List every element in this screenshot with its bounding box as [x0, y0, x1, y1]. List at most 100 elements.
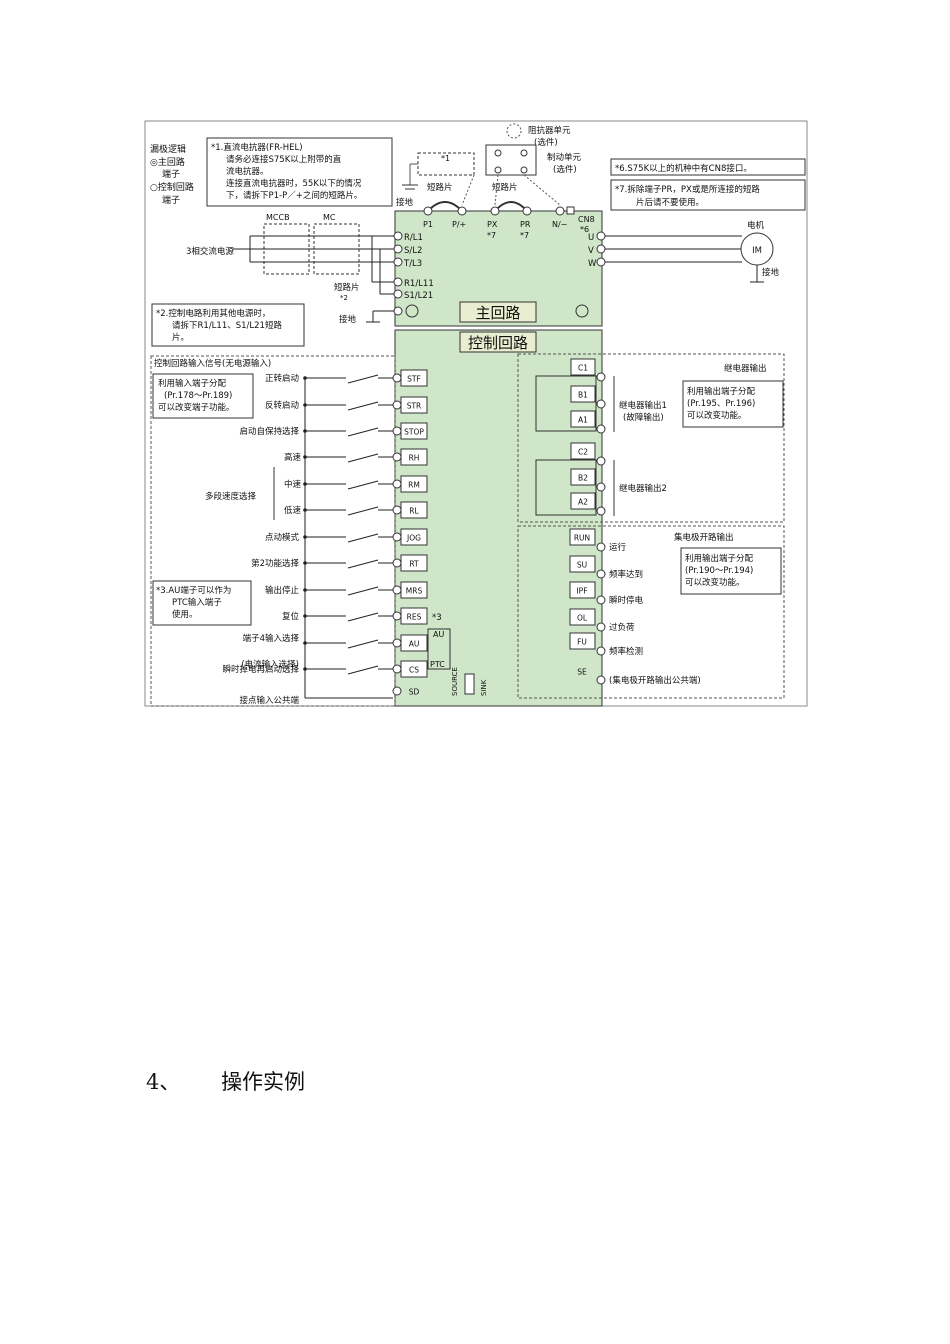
wiring-diagram: 主回路 控制回路 漏极逻辑 ◎主回路 端子 ○控制回路 端子 *1.直流电抗器(…: [144, 120, 808, 707]
term-n: N/−: [552, 220, 567, 229]
wire: [494, 174, 499, 206]
collector-terminal-se: SE: [577, 668, 587, 677]
input-switch: [347, 506, 379, 516]
collector-terminal-circle: [596, 646, 606, 656]
short-piece-power: 短路片: [334, 282, 360, 293]
input-rows: STF正转启动STR反转启动STOP启动自保持选择RH高速RM中速RL低速JOG…: [222, 369, 428, 706]
term-v: V: [588, 246, 594, 256]
collector-terminal-fu: FU: [577, 638, 587, 647]
collector-section: [517, 525, 785, 699]
control-circuit-body: [394, 329, 603, 707]
note1-line: 流电抗器。: [226, 166, 269, 177]
input-terminal-circle: [392, 452, 402, 462]
inputs-title: 控制回路输入信号(无电源输入): [154, 358, 271, 369]
relay-assign-box: [682, 380, 784, 428]
source-sink-jumper: [464, 673, 475, 695]
sink-label: SINK: [480, 679, 488, 696]
relay-terminal-box: [570, 442, 596, 460]
power-label: 3相交流电源: [186, 246, 234, 257]
power-ground-label: 接地: [339, 314, 357, 325]
inputs-assign-line: 可以改变端子功能。: [158, 402, 235, 413]
term-cn8: CN8: [578, 215, 595, 224]
note1-box: [206, 137, 393, 207]
ground-icon: [405, 304, 419, 318]
reactor-note: *1: [441, 154, 450, 163]
short-piece-a: 短路片: [427, 182, 453, 193]
input-terminal-circle: [392, 664, 402, 674]
relay-terminal-box: [570, 492, 596, 510]
term-s: S/L2: [404, 246, 422, 256]
au-sub-label: (电流输入选择): [241, 659, 299, 670]
brake-terminal: [494, 166, 502, 174]
input-switch: [347, 401, 379, 411]
input-terminal-circle: [392, 479, 402, 489]
input-label: 启动自保持选择: [239, 426, 299, 437]
input-terminal-jog: JOG: [406, 534, 421, 543]
relay-terminal-box: [570, 410, 596, 428]
collector-terminal-ipf: IPF: [576, 587, 587, 596]
input-label: 输出停止: [265, 585, 300, 596]
res-note: *3: [432, 613, 442, 623]
note7-box: [610, 179, 806, 211]
inputs-assign-line: (Pr.178～Pr.189): [164, 391, 232, 401]
main-circuit-label-box: [459, 301, 537, 323]
main-circuit-label: 主回路: [475, 304, 520, 322]
relay-terminal-box: [570, 385, 596, 403]
input-switch: [347, 612, 379, 622]
input-label: 第2功能选择: [251, 558, 299, 569]
legend-ctrl2: 端子: [162, 194, 180, 206]
collector-label: (集电极开路输出公共端): [609, 675, 701, 686]
term-u: U: [588, 233, 594, 243]
collector-title: 集电极开路输出: [674, 532, 734, 543]
input-terminal-circle: [392, 686, 402, 696]
term-w-circle: [596, 257, 606, 267]
motor-label: 电机: [747, 220, 765, 231]
term-u-circle: [596, 231, 606, 241]
relay1-contact: [535, 375, 597, 432]
brake-unit: [485, 144, 537, 176]
input-terminal-circle: [392, 400, 402, 410]
term-pr: PR: [520, 220, 531, 229]
collector-terminal-su: SU: [577, 561, 587, 570]
term-px-note: *7: [487, 231, 496, 240]
collector-terminal-box: [569, 608, 596, 626]
input-label: 端子4输入选择: [243, 633, 300, 644]
collector-assign-box: [680, 547, 782, 595]
short-piece-b: 短路片: [492, 182, 518, 193]
inputs-assign-line: 利用输入端子分配: [158, 378, 227, 389]
input-terminal-mrs: MRS: [406, 587, 423, 596]
input-terminal-rl: RL: [409, 507, 419, 516]
relay-out1: 继电器输出1: [619, 400, 667, 411]
term-t: T/L3: [403, 259, 422, 269]
collector-terminal-circle: [596, 569, 606, 579]
brake-label: 制动单元: [547, 152, 582, 163]
legend-ctrl: ○控制回路: [150, 181, 194, 193]
relay-assign-line: (Pr.195、Pr.196): [687, 399, 755, 409]
input-terminal-sd: SD: [409, 688, 420, 697]
collector-terminal-circle: [596, 675, 606, 685]
collector-label: 频率达到: [609, 569, 643, 580]
relay-title: 继电器输出: [724, 363, 767, 374]
section-title: 操作实例: [221, 1070, 306, 1094]
wire: [461, 174, 475, 206]
motor-ground-label: 接地: [762, 267, 780, 278]
input-terminal-str: STR: [407, 402, 422, 411]
input-terminal-circle: [392, 638, 402, 648]
resistor-label: 阻抗器单元: [528, 125, 571, 136]
input-switch: [347, 480, 379, 490]
input-terminal-stf: STF: [407, 375, 421, 384]
input-switch: [347, 533, 379, 543]
input-label: 点动模式: [265, 532, 300, 543]
input-terminal-rt: RT: [409, 560, 419, 569]
input-switch: [347, 427, 379, 437]
collector-terminal-ol: OL: [577, 614, 588, 623]
input-terminal-circle: [392, 532, 402, 542]
relay-terminal-circle: [596, 424, 606, 434]
multi-speed-label: 多段速度选择: [205, 491, 257, 502]
term-r1: R1/L11: [404, 279, 434, 289]
ground-terminal: [393, 306, 403, 316]
legend-main: ◎主回路: [150, 156, 185, 168]
resistor-label2: (选件): [534, 137, 558, 148]
term-pr-note: *7: [520, 231, 529, 240]
collector-label: 运行: [609, 542, 627, 553]
